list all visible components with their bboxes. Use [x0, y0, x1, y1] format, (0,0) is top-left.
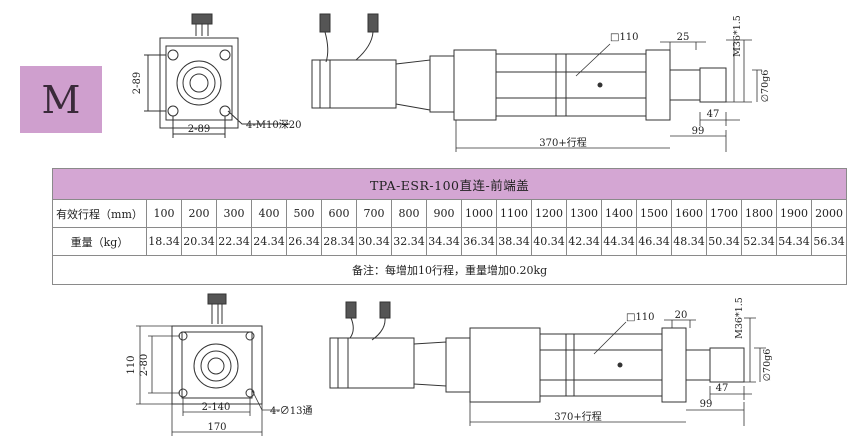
stroke-cell: 600: [321, 199, 357, 228]
weight-cell: 20.34: [181, 227, 217, 256]
front-flange-outline: [171, 325, 263, 405]
bottom-end-length: 20: [675, 310, 688, 321]
table-title: TPA-ESR-100直连-前端盖: [51, 168, 848, 200]
stroke-cell: 1800: [741, 199, 777, 228]
front-end-cap: [469, 327, 541, 403]
stroke-cell: 1700: [706, 199, 742, 228]
flange-bore: [176, 60, 222, 106]
weight-cell: 32.34: [391, 227, 427, 256]
bottom-technical-drawing: 110 2-80 2-140 170 4-∅13通 □110 20 M36*1.…: [126, 293, 773, 436]
top-rod-diameter: ∅70g6: [760, 70, 771, 103]
rear-end-cap: [661, 327, 687, 403]
weight-cell: 46.34: [636, 227, 672, 256]
flange-connector-icon: [191, 13, 213, 36]
table-note: 备注：每增加10行程，重量增加0.20kg: [51, 255, 848, 285]
piston-rod: [669, 69, 701, 101]
weight-cell: 40.34: [531, 227, 567, 256]
stroke-cell: 900: [426, 199, 462, 228]
cylinder-body: [539, 333, 663, 397]
weight-cell: 30.34: [356, 227, 392, 256]
stroke-cell: 1000: [461, 199, 497, 228]
front-flange-outline: [159, 37, 239, 129]
top-stroke-length: 370+行程: [539, 136, 586, 149]
bottom-flange-outer-height: 110: [126, 355, 137, 374]
weight-cell: 18.34: [146, 227, 182, 256]
weight-cell: 34.34: [426, 227, 462, 256]
stroke-cell: 1300: [566, 199, 602, 228]
top-hole-note: 4-M10深20: [246, 119, 301, 131]
top-thread-spec: M36*1.5: [732, 15, 743, 57]
motor-body: [329, 337, 415, 389]
stroke-cell: 1900: [776, 199, 812, 228]
bottom-body-section: □110: [626, 312, 655, 323]
weight-cell: 56.34: [810, 227, 848, 256]
front-end-cap: [453, 49, 497, 121]
variant-badge: M: [20, 66, 102, 133]
weight-cell: 24.34: [251, 227, 287, 256]
bottom-flange-width-dim: 170: [207, 422, 226, 433]
top-end-length: 25: [677, 32, 690, 43]
stroke-cell: 700: [356, 199, 392, 228]
stroke-cell: 200: [181, 199, 217, 228]
stroke-label: 有效行程（mm）: [52, 199, 147, 228]
stroke-cell: 1600: [671, 199, 707, 228]
stroke-cell: 1200: [531, 199, 567, 228]
weight-cell: 52.34: [741, 227, 777, 256]
stroke-cell: 1400: [601, 199, 637, 228]
stroke-cell: 800: [391, 199, 427, 228]
weight-cell: 50.34: [706, 227, 742, 256]
top-rod-extension: 47: [707, 109, 720, 120]
weight-cell: 54.34: [776, 227, 812, 256]
stroke-cell: 1500: [636, 199, 672, 228]
bottom-thread-spec: M36*1.5: [734, 297, 745, 339]
bottom-flange-height-dim: 2-80: [139, 354, 150, 376]
weight-cell: 36.34: [461, 227, 497, 256]
bottom-rod-total: 99: [700, 399, 713, 410]
stroke-cell: 100: [146, 199, 182, 228]
top-flange-height-dim: 2-89: [132, 72, 143, 94]
motor-body: [311, 59, 397, 109]
weight-cell: 48.34: [671, 227, 707, 256]
weight-cell: 44.34: [601, 227, 637, 256]
motor-connectors-icon: [345, 301, 391, 341]
cylinder-body: [495, 53, 647, 117]
stroke-cell: 500: [286, 199, 322, 228]
bottom-rod-extension: 47: [716, 383, 729, 394]
bottom-hole-note: 4-∅13通: [270, 405, 312, 417]
motor-connectors-icon: [319, 13, 379, 63]
top-flange-width-dim: 2-89: [188, 124, 210, 135]
top-body-section: □110: [610, 32, 639, 43]
top-rod-total: 99: [692, 126, 705, 137]
flange-bore: [193, 343, 239, 389]
weight-cell: 28.34: [321, 227, 357, 256]
weight-cell: 42.34: [566, 227, 602, 256]
bottom-hole-spacing-dim: 2-140: [202, 402, 231, 413]
flange-connector-icon: [207, 293, 227, 324]
rear-end-cap: [645, 49, 671, 121]
stroke-cell: 2000: [810, 199, 848, 228]
bottom-stroke-length: 370+行程: [554, 410, 601, 423]
piston-rod: [685, 349, 711, 381]
stroke-cell: 300: [216, 199, 252, 228]
top-technical-drawing: 2-89 2-89 4-M10深20 □110 25 M36*1.5 ∅70g6…: [132, 13, 771, 152]
weight-cell: 22.34: [216, 227, 252, 256]
variant-letter: M: [41, 77, 81, 122]
weight-label: 重量（kg）: [52, 227, 147, 256]
weight-cell: 26.34: [286, 227, 322, 256]
stroke-cell: 1100: [496, 199, 532, 228]
weight-cell: 38.34: [496, 227, 532, 256]
bottom-rod-diameter: ∅70g6: [762, 349, 773, 382]
stroke-cell: 400: [251, 199, 287, 228]
